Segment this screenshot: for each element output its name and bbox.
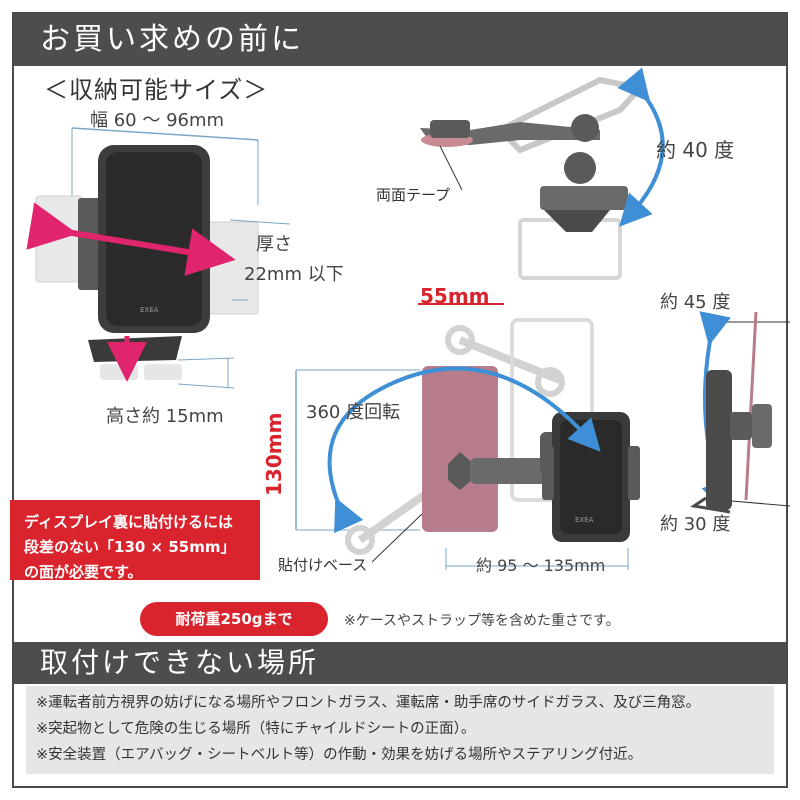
holder-illustration: EXEA — [26, 127, 291, 389]
prohibited-item: ※突起物として危険の生じる場所（特にチャイルドシートの正面）。 — [36, 721, 476, 737]
side-holder — [706, 370, 732, 510]
height-label: 高さ約 15mm — [106, 406, 224, 427]
angle-45-label: 約 45 度 — [660, 292, 731, 313]
base-label: 貼付けベース — [278, 556, 368, 574]
range-label: 約 95 〜 135mm — [476, 556, 606, 575]
load-capacity-badge: 耐荷重250gまで — [140, 602, 328, 636]
ghost-arm-left — [35, 195, 83, 283]
tilt-illustration — [420, 67, 665, 280]
angle-40-label: 約 40 度 — [656, 138, 735, 162]
angle-30-label: 約 30 度 — [660, 514, 731, 535]
header-banner: お買い求めの前に — [14, 14, 786, 66]
mount-base-plate — [422, 366, 498, 532]
holder-logo: EXEA — [140, 306, 159, 314]
prohibited-banner: 取付けできない場所 — [14, 642, 786, 684]
header-title: お買い求めの前に — [40, 22, 304, 57]
side-view-illustration — [690, 311, 791, 514]
prohibited-item: ※運転者前方視界の妨げになる場所やフロントガラス、運転席・助手席のサイドガラス、… — [36, 695, 701, 711]
thickness-value: 22mm 以下 — [244, 264, 344, 285]
tilt-clip — [544, 210, 610, 232]
callout-line-2: 段差のない「130 × 55mm」 — [24, 538, 236, 556]
callout-line-3: の面が必要です。 — [24, 563, 143, 581]
tape-label: 両面テープ — [376, 186, 451, 204]
mount-illustration: EXEA — [295, 303, 640, 570]
prohibited-item: ※安全装置（エアバッグ・シートベルト等）の作動・効果を妨げる場所やステアリング付… — [36, 747, 643, 763]
callout-line-1: ディスプレイ裏に貼付けるには — [24, 513, 233, 531]
prohibited-list: ※運転者前方視界の妨げになる場所やフロントガラス、運転席・助手席のサイドガラス、… — [26, 686, 774, 774]
width-arrow — [26, 202, 236, 276]
height-130-label: 130mm — [262, 412, 286, 496]
display-mount-callout: ディスプレイ裏に貼付けるには 段差のない「130 × 55mm」 の面が必要です… — [10, 500, 260, 581]
bottom-foot — [88, 336, 182, 362]
storage-title: ＜収納可能サイズ＞ — [44, 76, 269, 104]
rotation-label: 360 度回転 — [306, 402, 401, 423]
thickness-label: 厚さ — [256, 234, 292, 255]
angle-40-arc — [617, 67, 665, 227]
width-55-label: 55mm — [420, 284, 490, 308]
load-note: ※ケースやストラップ等を含めた重さです。 — [344, 613, 620, 629]
rotation-360-arc — [327, 366, 601, 534]
width-dimension-line — [71, 127, 259, 141]
width-label: 幅 60 〜 96mm — [90, 110, 225, 131]
page-frame — [12, 12, 788, 788]
prohibited-title: 取付けできない場所 — [40, 646, 320, 679]
mount-holder-logo: EXEA — [575, 516, 594, 524]
